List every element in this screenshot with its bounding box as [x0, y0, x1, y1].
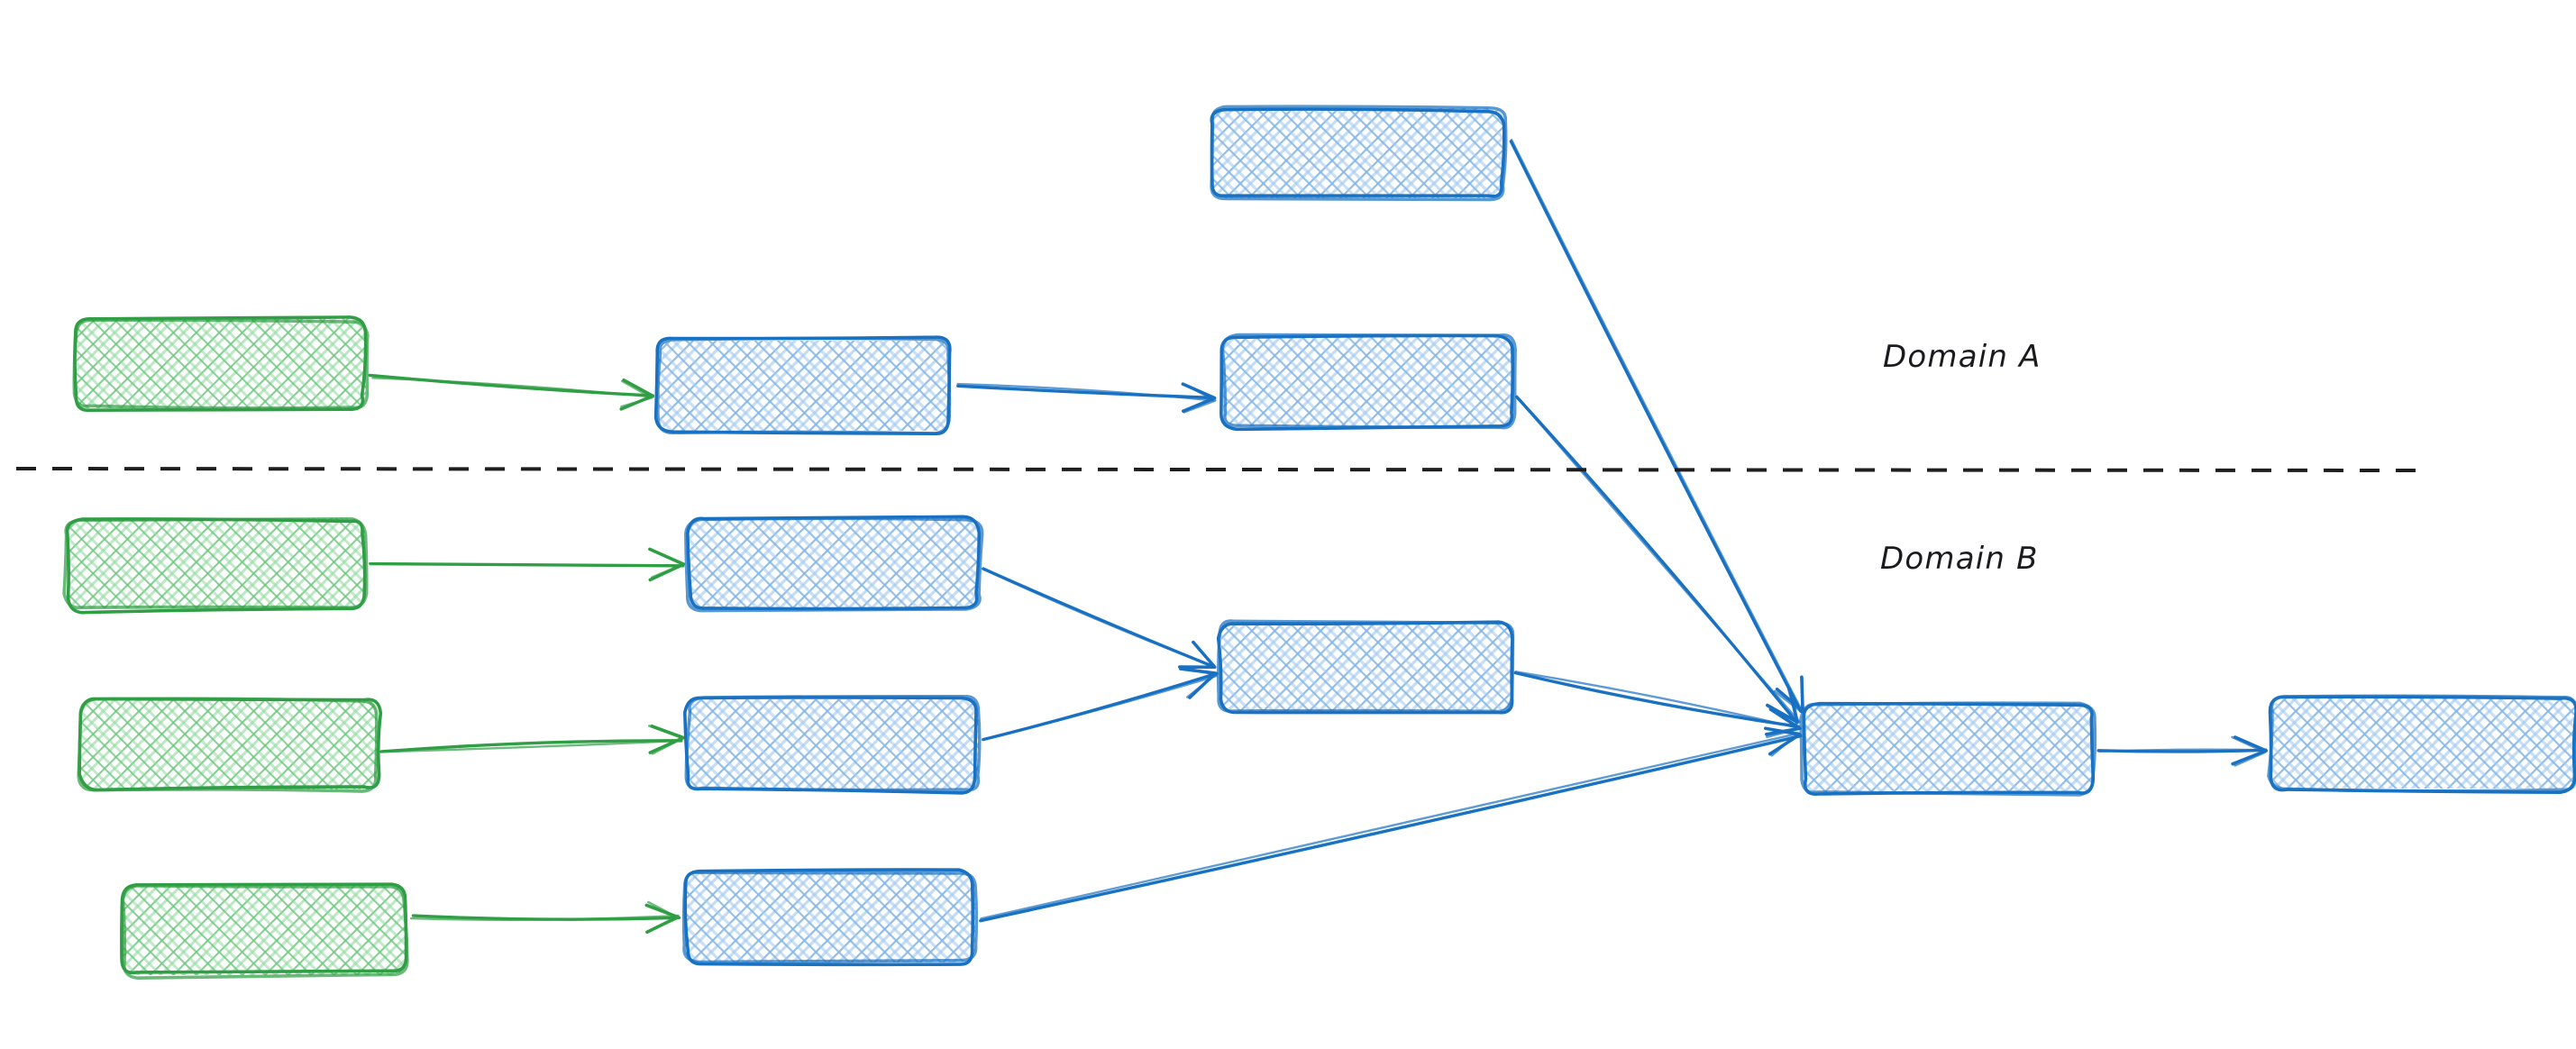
node-process-blue[interactable] — [1216, 619, 1515, 715]
node-process-blue[interactable] — [2267, 694, 2576, 795]
edge-arrow — [979, 726, 1803, 923]
node-source-green[interactable] — [120, 882, 409, 981]
domain-b-label: Domain B — [1880, 541, 2039, 577]
domain-divider-line — [15, 467, 2419, 472]
edge-arrow — [368, 547, 686, 582]
domain-a-label: Domain A — [1883, 339, 2042, 375]
node-process-blue[interactable] — [653, 335, 952, 435]
node-process-blue[interactable] — [681, 868, 979, 967]
edge-arrow — [368, 373, 655, 411]
node-source-green[interactable] — [72, 315, 370, 412]
node-layer — [62, 105, 2576, 981]
edge-arrow — [379, 724, 685, 755]
node-process-blue[interactable] — [1219, 333, 1517, 432]
edge-arrow — [1509, 139, 1804, 714]
edge-arrow — [2096, 735, 2269, 767]
edge-arrow — [409, 900, 681, 935]
node-source-green[interactable] — [62, 516, 369, 615]
node-process-blue[interactable] — [1210, 105, 1508, 202]
edge-layer — [368, 139, 2269, 935]
node-process-blue[interactable] — [1799, 701, 2097, 797]
edge-arrow — [1515, 395, 1801, 725]
edge-arrow — [981, 567, 1217, 670]
node-process-blue[interactable] — [683, 694, 982, 795]
edge-arrow — [1513, 670, 1802, 739]
divider-layer — [15, 467, 2419, 472]
edge-arrow — [956, 382, 1217, 414]
edge-arrow — [982, 666, 1219, 742]
node-source-green[interactable] — [77, 697, 383, 793]
node-process-blue[interactable] — [684, 515, 984, 613]
